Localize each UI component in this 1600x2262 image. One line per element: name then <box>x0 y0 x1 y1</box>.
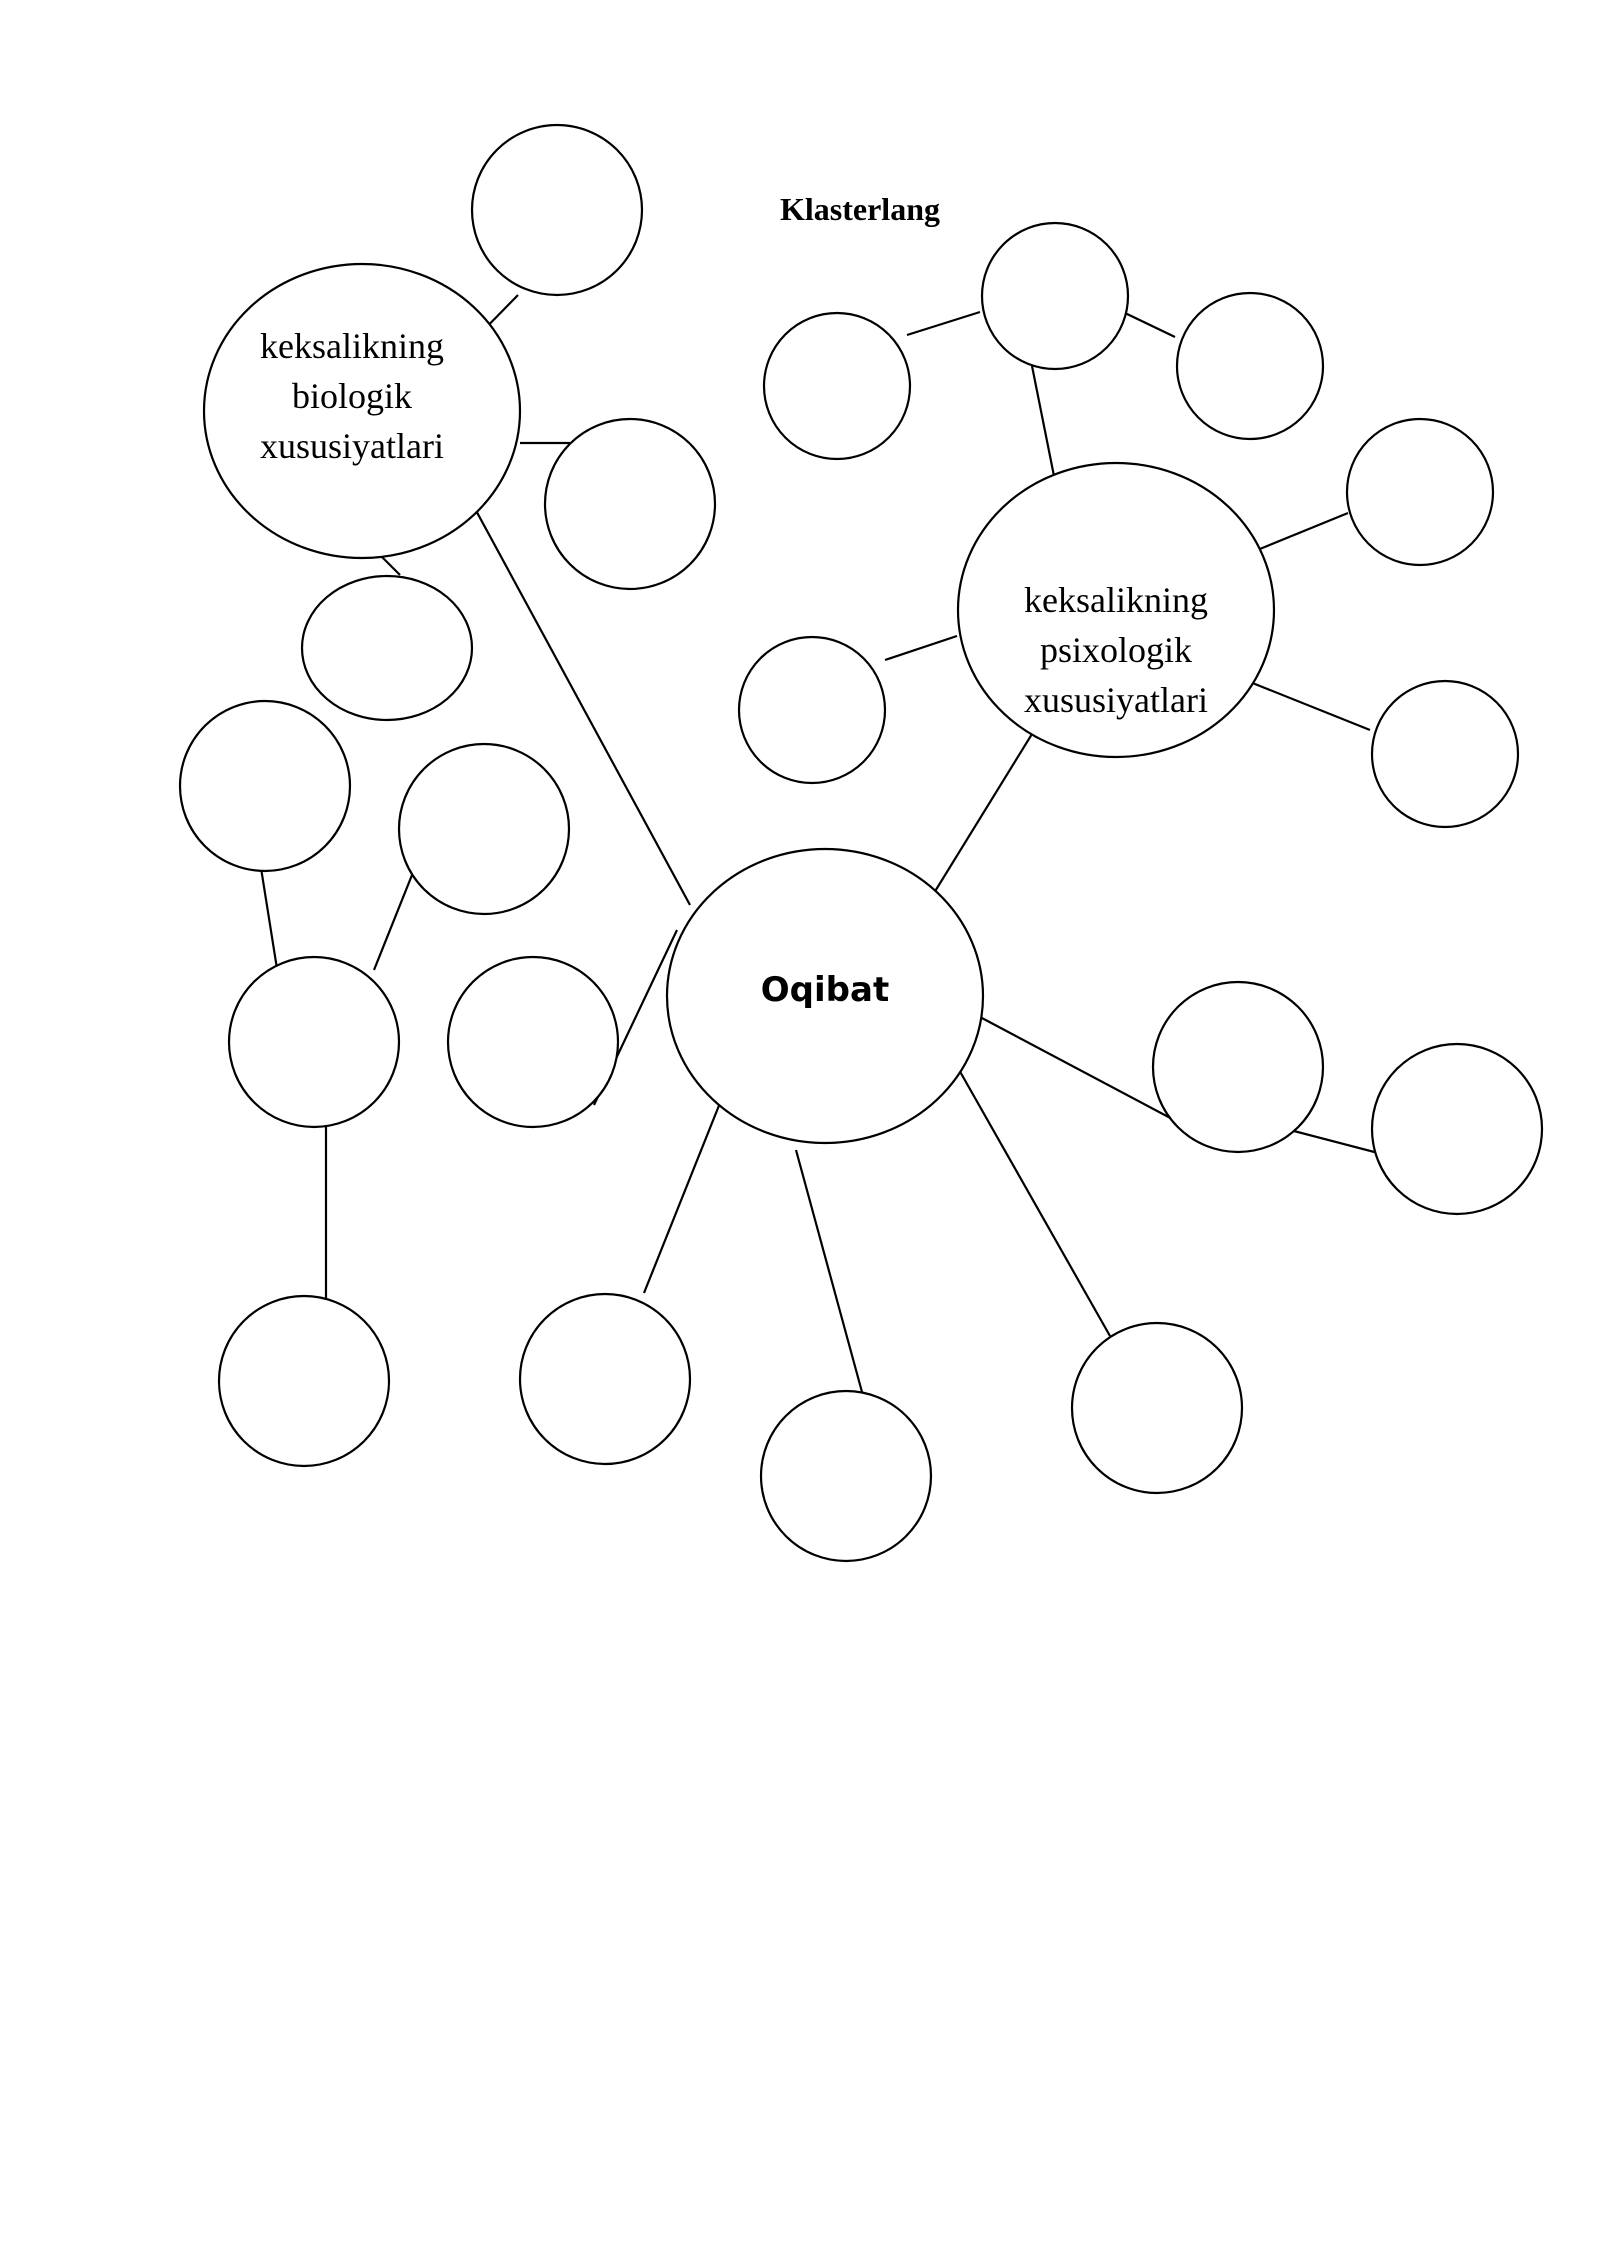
empty-node <box>1175 291 1325 441</box>
empty-node <box>470 123 644 297</box>
empty-node <box>1345 417 1495 567</box>
hub-psychological-circle <box>956 461 1276 759</box>
empty-node <box>178 699 352 873</box>
connector-lines <box>259 294 1383 1393</box>
connector-line <box>372 874 414 971</box>
page-title: Klasterlang <box>780 191 940 227</box>
empty-node <box>217 1294 391 1468</box>
connector-line <box>957 1067 1111 1337</box>
empty-node <box>980 221 1130 371</box>
center-circle <box>665 847 985 1145</box>
center-node: Oqibat <box>665 847 985 1145</box>
empty-node <box>759 1389 933 1563</box>
hub-biological-line-2: biologik <box>292 376 412 416</box>
hub-biological-circle <box>202 262 522 560</box>
connector-line <box>1249 511 1349 555</box>
empty-node <box>543 417 717 591</box>
connector-line <box>1289 1128 1383 1156</box>
connector-line <box>1030 365 1056 477</box>
empty-node <box>1070 1321 1244 1495</box>
hub-psychological-line-2: psixologik <box>1040 630 1192 670</box>
connector-line <box>906 310 981 337</box>
empty-node <box>737 635 887 785</box>
empty-node <box>300 574 474 722</box>
hub-psychological-line-1: keksalikning <box>1024 580 1208 620</box>
connector-line <box>979 1016 1177 1122</box>
empty-node <box>397 742 571 916</box>
connector-line <box>794 1149 864 1393</box>
empty-node <box>1370 679 1520 829</box>
empty-node <box>1151 980 1325 1154</box>
empty-node <box>762 311 912 461</box>
empty-node <box>446 955 620 1129</box>
connector-line <box>259 867 280 976</box>
empty-node <box>518 1292 692 1466</box>
connector-line <box>1249 680 1371 732</box>
empty-nodes <box>178 123 1544 1563</box>
connector-line <box>472 504 691 906</box>
hub-psychological-node: keksalikning psixologik xususiyatlari <box>956 461 1276 759</box>
connector-line <box>933 707 1049 894</box>
hub-biological-line-1: keksalikning <box>260 326 444 366</box>
hub-biological-node: keksalikning biologik xususiyatlari <box>202 262 522 560</box>
connector-line <box>1124 312 1176 338</box>
connector-line <box>642 1102 722 1294</box>
empty-node <box>1370 1042 1544 1216</box>
center-label: Oqibat <box>761 970 889 1010</box>
connector-line <box>884 634 958 662</box>
hub-biological-line-3: xususiyatlari <box>260 426 444 466</box>
empty-node <box>227 955 401 1129</box>
hub-psychological-line-3: xususiyatlari <box>1024 680 1208 720</box>
